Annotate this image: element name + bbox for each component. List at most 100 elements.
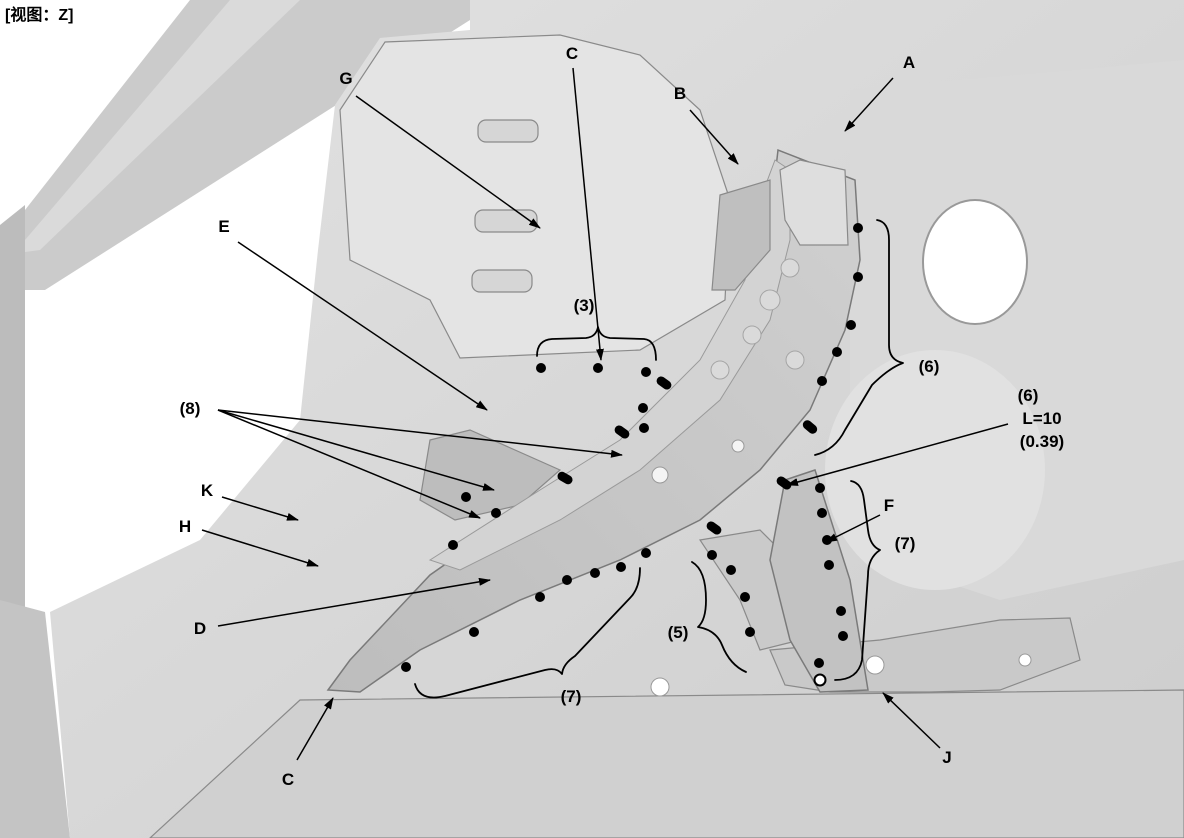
spot-weld-dot	[535, 592, 545, 602]
spot-weld-dot	[846, 320, 856, 330]
leader-line-8-middle	[217, 409, 495, 491]
spot-weld-dot	[639, 423, 649, 433]
view-title: [视图：Z]	[5, 5, 73, 24]
frame-top-bracket	[779, 159, 849, 246]
frame-dimple	[742, 325, 762, 345]
brace-group-7-right	[834, 480, 881, 681]
spot-weld-dot	[593, 363, 603, 373]
spot-weld-dot	[562, 575, 572, 585]
spot-weld-dot	[832, 347, 842, 357]
roof-side-rail-highlight	[25, 0, 300, 252]
spot-weld-dot	[616, 562, 626, 572]
frame-gusset	[711, 179, 771, 291]
frame-dimple	[785, 350, 805, 370]
spot-weld-dot	[817, 508, 827, 518]
weld-group-braces	[414, 219, 904, 699]
weld-note-3: (3)	[574, 296, 595, 315]
lower-left-pillar	[0, 600, 70, 838]
frame-dimple	[759, 289, 781, 311]
wheelhouse-rib	[477, 119, 539, 143]
frame-hole	[731, 439, 745, 453]
callout-k: K	[201, 481, 214, 500]
spare-tire-opening	[922, 199, 1028, 325]
slot-weld-mark	[802, 420, 818, 434]
slot-weld-mark	[656, 376, 672, 390]
leader-line-d	[217, 577, 491, 627]
spot-welds	[401, 223, 863, 687]
weld-note-6-slot-length: L=10	[1022, 409, 1061, 428]
callout-g: G	[339, 69, 352, 88]
weld-note-6-slot-length-inches: (0.39)	[1020, 432, 1064, 451]
spot-weld-dot	[853, 272, 863, 282]
weld-note-6-slot: (6)	[1018, 386, 1039, 405]
brace-group-3	[536, 326, 657, 361]
spot-weld-dot	[536, 363, 546, 373]
leader-lines	[201, 67, 1009, 761]
callout-b: B	[674, 84, 686, 103]
floor-hole	[1018, 653, 1032, 667]
wheelhouse-rib	[474, 209, 538, 233]
brace-group-6	[814, 219, 904, 456]
weld-note-6: (6)	[919, 357, 940, 376]
weld-note-5: (5)	[668, 623, 689, 642]
spot-weld-dot	[491, 508, 501, 518]
slot-welds	[557, 376, 818, 535]
spot-weld-dot	[638, 403, 648, 413]
weld-note-8: (8)	[180, 399, 201, 418]
spot-weld-dot	[745, 627, 755, 637]
spot-weld-dot	[448, 540, 458, 550]
weld-note-7-right: (7)	[895, 534, 916, 553]
spot-weld-dot	[590, 568, 600, 578]
frame-dimple	[780, 258, 800, 278]
wheelhouse-rib	[471, 269, 533, 293]
spot-weld-dot	[726, 565, 736, 575]
spot-weld-dot	[838, 631, 848, 641]
callout-c-bottom: C	[282, 770, 294, 789]
spot-weld-dot	[707, 550, 717, 560]
callout-e: E	[218, 217, 229, 236]
spot-weld-dot	[817, 376, 827, 386]
leader-line-b	[689, 109, 739, 165]
callout-h: H	[179, 517, 191, 536]
leader-line-h	[201, 529, 319, 567]
callout-f: F	[884, 496, 894, 515]
brace-group-5	[691, 561, 747, 673]
leader-line-k	[221, 496, 299, 521]
rear-floor-lower	[149, 689, 1184, 838]
crossmember-hole	[865, 655, 885, 675]
spot-weld-dot	[461, 492, 471, 502]
spot-weld-dot	[853, 223, 863, 233]
slot-weld-mark	[776, 476, 792, 490]
leader-line-f	[825, 514, 881, 543]
leader-line-j	[882, 692, 941, 749]
spot-weld-dot	[641, 367, 651, 377]
spot-weld-dot	[814, 658, 824, 668]
open-weld-dot	[813, 673, 827, 687]
weld-note-7-lower: (7)	[561, 687, 582, 706]
callout-d: D	[194, 619, 206, 638]
leader-line-8-lower	[217, 409, 481, 519]
callout-j: J	[942, 748, 951, 767]
leader-line-8-upper	[217, 409, 623, 458]
brace-group-7-lower	[414, 567, 641, 699]
leader-line-a	[844, 77, 894, 132]
leader-line-e	[237, 241, 488, 411]
leader-line-c-bottom	[296, 697, 334, 761]
callout-c-top: C	[566, 44, 578, 63]
slot-weld-mark	[706, 521, 722, 535]
frame-hole	[651, 466, 669, 484]
leader-line-g	[355, 95, 541, 229]
spot-weld-dot	[836, 606, 846, 616]
spot-weld-dot	[740, 592, 750, 602]
floor-hole	[650, 677, 670, 697]
slot-weld-mark	[557, 471, 573, 485]
spot-weld-dot	[469, 627, 479, 637]
spot-weld-dot	[401, 662, 411, 672]
spot-weld-dot	[641, 548, 651, 558]
callout-a: A	[903, 53, 915, 72]
leader-line-c-top	[572, 67, 604, 361]
quarter-inner-bulge	[825, 350, 1045, 590]
frame-dimple	[710, 360, 730, 380]
